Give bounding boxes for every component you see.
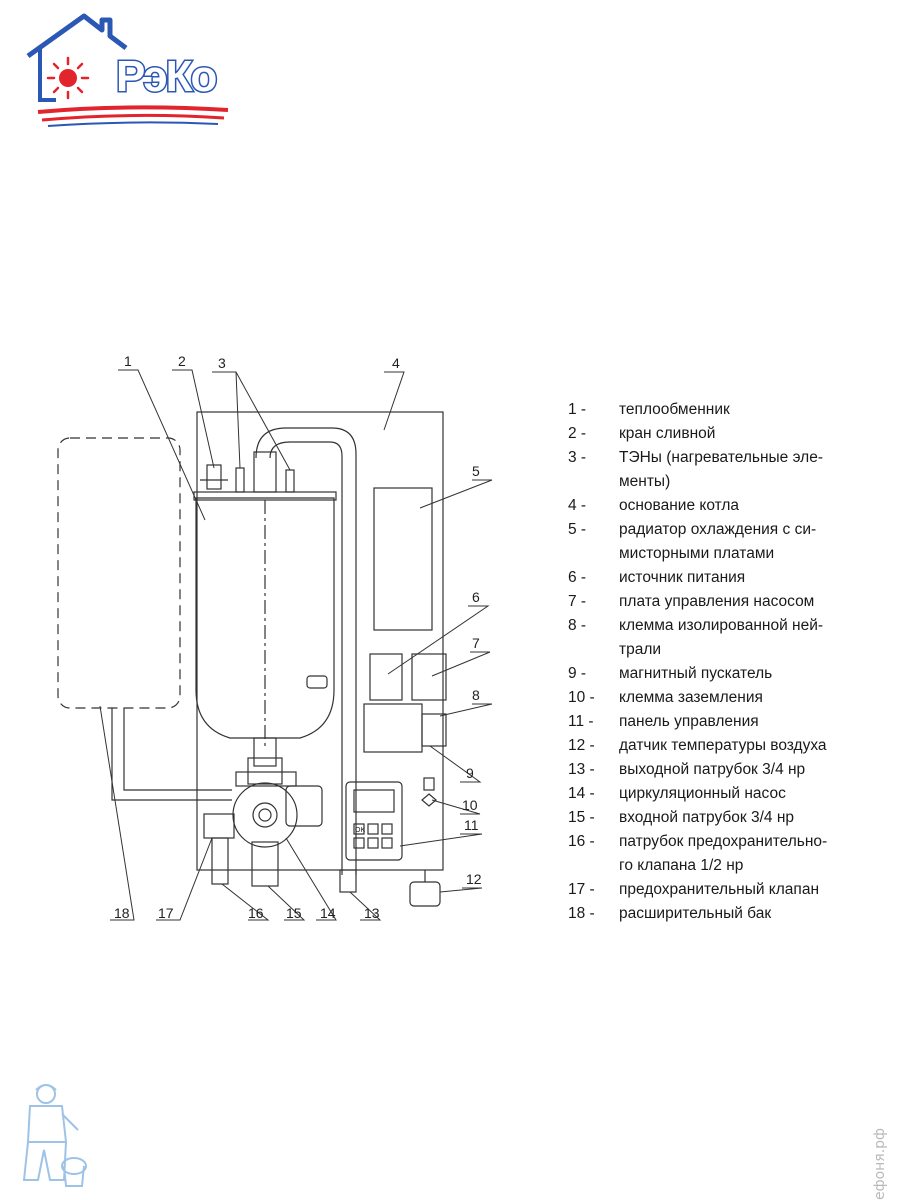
callout-16: 16 [248,905,264,921]
legend-number: 5 - [568,521,587,538]
legend-number: 8 - [568,617,587,634]
callout-13: 13 [364,905,380,921]
legend-number: 7 - [568,593,587,610]
legend-text: кран сливной [619,425,716,442]
callout-3: 3 [218,355,226,371]
heating-element-b [285,469,295,493]
legend-item: 6 - источник питания [568,566,898,590]
legend-item: 17 - предохранительный клапан [568,878,898,902]
inlet-pipe [251,841,279,887]
callout-5: 5 [472,463,480,479]
legend-item: 2 - кран сливной [568,422,898,446]
legend-item: 4 - основание котла [568,494,898,518]
callout-7: 7 [472,635,480,651]
legend-number: 10 - [568,689,595,706]
callout-2: 2 [178,353,186,369]
legend-number: 11 - [568,713,594,730]
legend-text: теплообменник [619,401,730,418]
legend-item: 14 - циркуляционный насос [568,782,898,806]
legend-item: 1 - теплообменник [568,398,898,422]
legend-number: 9 - [568,665,587,682]
boiler-base [196,411,444,871]
circulation-pump [232,782,298,848]
legend-text: радиатор охлаждения с си- мисторными пла… [619,521,817,562]
legend-text: патрубок предохранительно- го клапана 1/… [619,833,828,874]
brand-wordmark: РэКо [114,51,218,103]
legend-text: источник питания [619,569,746,586]
boiler-diagram: OK 1 2 3 4 5 6 7 8 9 10 11 12 13 14 15 1… [57,353,493,921]
parts-legend: 1 - теплообменник 2 - кран сливной 3 - ТЭНы (… [568,398,898,926]
legend-item: 11 - панель управления [568,710,898,734]
control-panel [345,781,403,861]
callout-14: 14 [320,905,336,921]
legend-item: 15 - входной патрубок 3/4 нр [568,806,898,830]
legend-text: панель управления [619,713,759,730]
legend-text: основание котла [619,497,740,514]
legend-number: 16 - [568,833,595,850]
magnetic-starter [363,703,423,753]
legend-text: клемма заземления [619,689,763,706]
legend-text: клемма изолированной ней- трали [619,617,824,658]
legend-text: выходной патрубок 3/4 нр [619,761,806,778]
legend-item: 16 - патрубок предохранительно- го клапан… [568,830,898,878]
legend-number: 17 - [568,881,595,898]
legend-item: 3 - ТЭНы (нагревательные эле- менты) [568,446,898,494]
legend-item: 7 - плата управления насосом [568,590,898,614]
legend-text: магнитный пускатель [619,665,773,682]
radiator [373,487,433,631]
legend-item: 18 - расширительный бак [568,902,898,926]
legend-item: 9 - магнитный пускатель [568,662,898,686]
callout-11: 11 [464,817,479,833]
legend-number: 3 - [568,449,587,466]
legend-number: 14 - [568,785,595,802]
legend-number: 1 - [568,401,587,418]
legend-text: ТЭНы (нагревательные эле- менты) [619,449,823,490]
legend-text: входной патрубок 3/4 нр [619,809,795,826]
callout-12: 12 [466,871,482,887]
legend-number: 12 - [568,737,595,754]
legend-number: 15 - [568,809,595,826]
callout-6: 6 [472,589,480,605]
legend-text: расширительный бак [619,905,772,922]
power-supply [369,653,403,701]
legend-item: 10 - клемма заземления [568,686,898,710]
heat-exchanger [195,497,335,739]
logo-graphic [26,13,229,127]
callout-8: 8 [472,687,480,703]
drain-valve [206,464,222,490]
callout-9: 9 [466,765,474,781]
plumber-mascot-icon [8,1080,88,1195]
safety-valve [203,813,235,839]
heating-element-a [235,467,245,493]
legend-item: 12 - датчик температуры воздуха [568,734,898,758]
legend-text: плата управления насосом [619,593,815,610]
expansion-tank [57,437,181,709]
outlet-pipe [339,869,357,893]
callout-10: 10 [462,797,478,813]
legend-number: 4 - [568,497,587,514]
legend-text: предохранительный клапан [619,881,820,898]
air-temp-sensor [409,881,441,907]
callout-4: 4 [392,355,400,371]
legend-item: 5 - радиатор охлаждения с си- мисторными … [568,518,898,566]
legend-text: датчик температуры воздуха [619,737,827,754]
legend-number: 13 - [568,761,595,778]
legend-item: 8 - клемма изолированной ней- трали [568,614,898,662]
callout-15: 15 [286,905,302,921]
callout-17: 17 [158,905,174,921]
control-panel-key: OK [355,827,365,834]
callout-18: 18 [114,905,130,921]
legend-item: 13 - выходной патрубок 3/4 нр [568,758,898,782]
legend-text: циркуляционный насос [619,785,786,802]
ground-terminal [423,777,435,791]
site-watermark: ефоня.рф [872,1127,888,1200]
legend-number: 18 - [568,905,595,922]
legend-number: 2 - [568,425,587,442]
brand-logo: РэКо [18,8,238,138]
callout-1: 1 [124,353,132,369]
legend-number: 6 - [568,569,587,586]
pump-board [411,653,447,701]
